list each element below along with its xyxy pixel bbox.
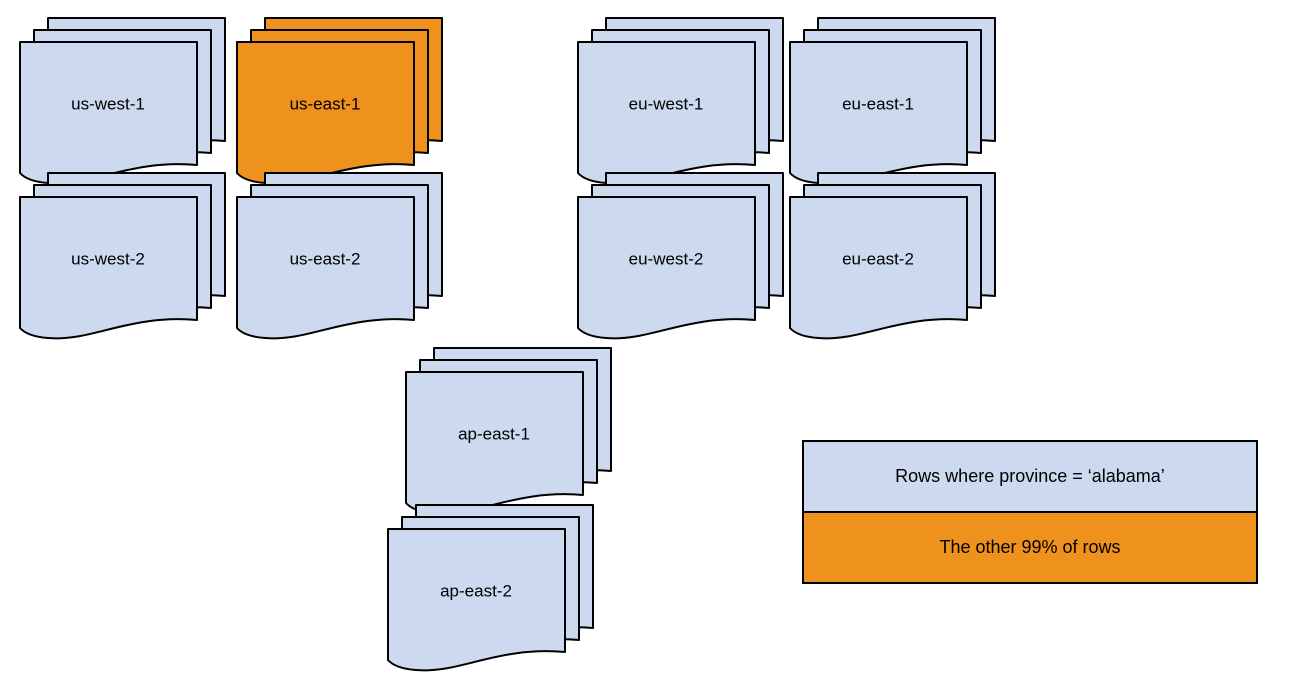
stack-label-eu-east-1: eu-east-1 (842, 94, 914, 114)
document-stack-icon[interactable] (577, 17, 784, 185)
document-stack-icon[interactable] (236, 172, 443, 340)
legend: Rows where province = ‘alabama’ The othe… (802, 440, 1258, 584)
stack-label-ap-east-1: ap-east-1 (458, 424, 530, 444)
legend-label-alabama: Rows where province = ‘alabama’ (895, 466, 1165, 486)
document-stack-icon[interactable] (387, 504, 594, 672)
document-stack-icon[interactable] (19, 17, 226, 185)
document-sheet-front (577, 196, 756, 340)
stack-label-us-west-2: us-west-2 (71, 249, 145, 269)
stack-label-us-west-1: us-west-1 (71, 94, 145, 114)
legend-row-alabama: Rows where province = ‘alabama’ (804, 442, 1256, 513)
document-sheet-front (236, 196, 415, 340)
document-stack-icon[interactable] (236, 17, 443, 185)
document-stack-icon[interactable] (789, 17, 996, 185)
legend-label-other: The other 99% of rows (939, 537, 1121, 557)
document-sheet-front (387, 528, 566, 672)
document-stack-icon[interactable] (19, 172, 226, 340)
legend-row-other: The other 99% of rows (804, 513, 1256, 582)
document-stack-icon[interactable] (405, 347, 612, 515)
stack-label-ap-east-2: ap-east-2 (440, 581, 512, 601)
stack-label-us-east-2: us-east-2 (289, 249, 361, 269)
stack-label-us-east-1: us-east-1 (289, 94, 361, 114)
document-sheet-front (19, 196, 198, 340)
stack-label-eu-east-2: eu-east-2 (842, 249, 914, 269)
document-stack-icon[interactable] (577, 172, 784, 340)
document-sheet-front (789, 196, 968, 340)
stack-label-eu-west-2: eu-west-2 (628, 249, 704, 269)
stack-label-eu-west-1: eu-west-1 (628, 94, 704, 114)
document-stack-icon[interactable] (789, 172, 996, 340)
